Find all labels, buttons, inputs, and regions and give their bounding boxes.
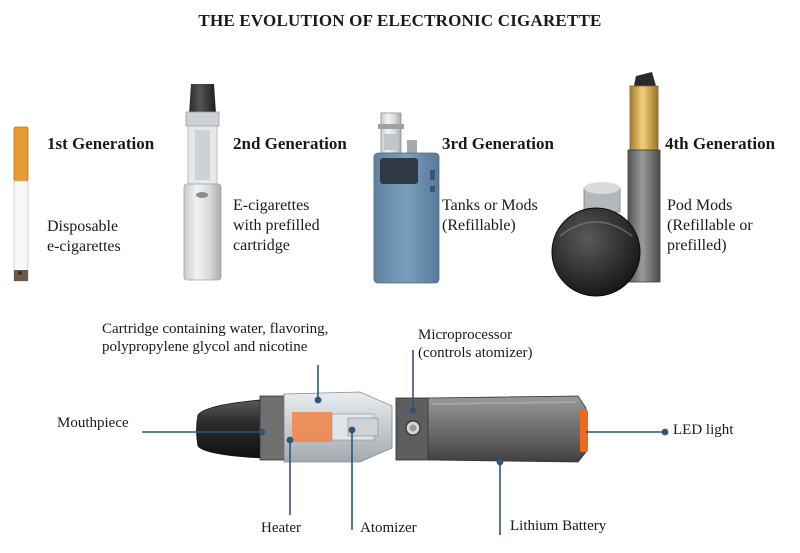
label-heater: Heater: [261, 520, 301, 536]
page-title: THE EVOLUTION OF ELECTRONIC CIGARETTE: [198, 11, 602, 30]
leader-cartridge-dot: [314, 396, 322, 404]
leader-microprocessor-dot: [409, 406, 417, 414]
gen2-description: E-cigarettes with prefilled cartridge: [233, 197, 320, 254]
gen3-device: [373, 112, 440, 284]
label-atomizer: Atomizer: [360, 520, 417, 536]
gen1-description: Disposable e-cigarettes: [47, 218, 121, 255]
gen1-device: [13, 126, 29, 282]
gen4-title: 4th Generation: [665, 134, 776, 153]
gen2-device: [183, 84, 222, 281]
gen2-title: 2nd Generation: [233, 134, 347, 153]
ecig-anatomy-device: [196, 391, 588, 463]
label-microprocessor: Microprocessor (controls atomizer): [418, 327, 533, 361]
leader-lines: [142, 350, 669, 535]
gen3-description: Tanks or Mods (Refillable): [442, 197, 538, 234]
label-led: LED light: [673, 422, 734, 438]
label-battery: Lithium Battery: [510, 518, 607, 534]
gen3-title: 3rd Generation: [442, 134, 554, 153]
label-cartridge: Cartridge containing water, flavoring, p…: [102, 321, 329, 355]
leader-heater-dot: [286, 436, 294, 444]
gen4-description: Pod Mods (Refillable or prefilled): [667, 197, 753, 254]
gen4-device: [551, 72, 661, 297]
leader-mouthpiece-dot: [258, 428, 266, 436]
leader-led-dot: [661, 428, 669, 436]
leader-atomizer-dot: [348, 426, 356, 434]
gen1-title: 1st Generation: [47, 134, 155, 153]
leader-battery-dot: [496, 458, 504, 466]
label-mouthpiece: Mouthpiece: [57, 415, 129, 431]
